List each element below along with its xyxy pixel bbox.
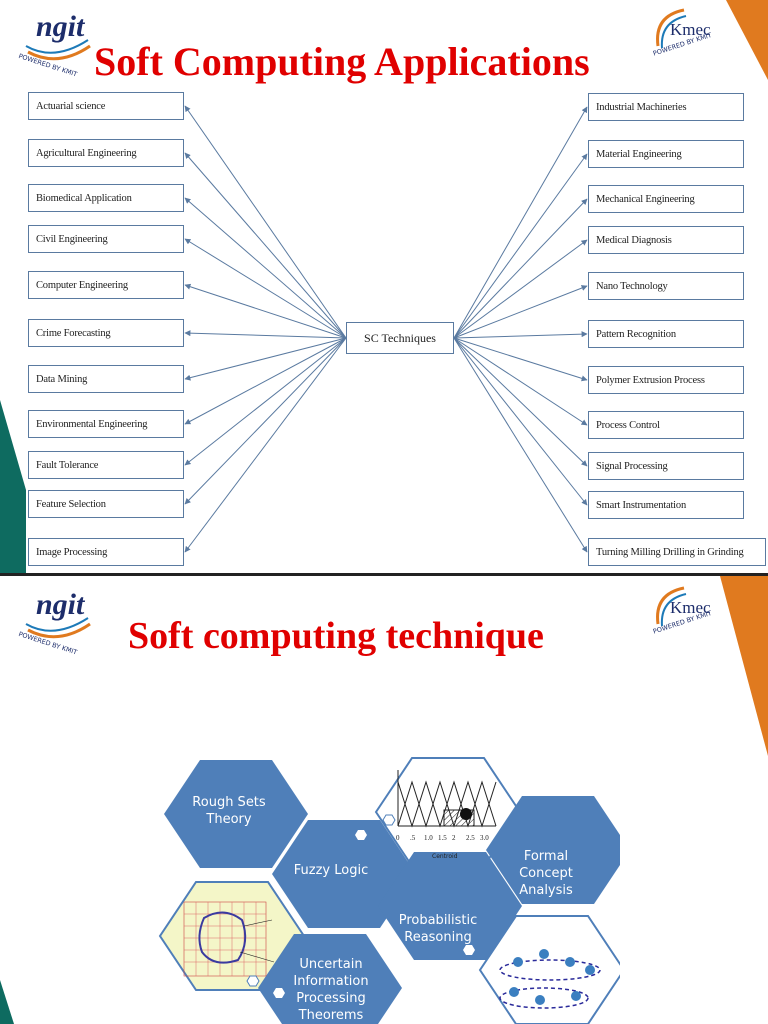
connector-line — [453, 337, 588, 382]
ngit-logo-text: ngit — [36, 588, 85, 621]
right-application-box: Nano Technology — [588, 272, 744, 300]
slide-soft-computing-applications: ngit POWERED BY KMIT Kmec POWERED BY KMI… — [0, 0, 768, 576]
connector-line — [453, 285, 588, 339]
fuzzy-logic-hexagon — [272, 820, 416, 928]
kmec-logo: Kmec POWERED BY KMIT — [650, 582, 726, 654]
connector-line — [184, 105, 347, 339]
ngit-logo: ngit POWERED BY KMIT — [18, 584, 98, 657]
connector-line — [453, 337, 588, 553]
left-application-box: Crime Forecasting — [28, 319, 184, 347]
small-hex-mark — [246, 975, 260, 987]
left-application-box: Civil Engineering — [28, 225, 184, 253]
connector-lines — [184, 105, 588, 553]
left-application-box: Feature Selection — [28, 490, 184, 518]
formal-concept-hexagon — [486, 796, 620, 904]
slide-separator — [0, 573, 768, 576]
left-application-box: Agricultural Engineering — [28, 139, 184, 167]
fuzzy-axis-tick-label: 0 — [396, 834, 400, 842]
rough-set-grid-figure — [183, 901, 275, 977]
fuzzy-axis-tick-label: 1.0 — [424, 834, 433, 842]
connector-line — [453, 239, 588, 339]
right-application-box: Medical Diagnosis — [588, 226, 744, 254]
teal-edge-accent — [0, 980, 14, 1024]
right-application-box: Polymer Extrusion Process — [588, 366, 744, 394]
connector-line — [184, 337, 347, 466]
slide2-title: Soft computing technique — [128, 615, 544, 657]
kmec-logo-swoosh — [656, 8, 687, 49]
ngit-logo-swoosh — [25, 617, 91, 639]
connector-line — [184, 337, 347, 505]
teal-edge-accent — [0, 400, 26, 576]
right-application-box: Material Engineering — [588, 140, 744, 168]
left-application-box: Image Processing — [28, 538, 184, 566]
connector-line — [184, 330, 347, 339]
kmec-logo-text: Kmec — [670, 598, 711, 617]
formal-concept-label: Formal Concept Analysis — [519, 849, 573, 898]
right-application-box: Smart Instrumentation — [588, 491, 744, 519]
small-hex-mark — [463, 945, 475, 955]
connector-line — [184, 337, 347, 425]
fuzzy-axis-tick-label: .5 — [410, 834, 416, 842]
fuzzy-caption: Centroid — [432, 853, 458, 860]
left-application-box: Computer Engineering — [28, 271, 184, 299]
right-application-box: Pattern Recognition — [588, 320, 744, 348]
sc-techniques-node: SC Techniques — [346, 322, 454, 354]
right-application-box: Process Control — [588, 411, 744, 439]
connector-line — [453, 337, 588, 506]
concept-graph-hexagon — [478, 915, 620, 1024]
right-application-box: Signal Processing — [588, 452, 744, 480]
connector-line — [453, 198, 588, 339]
right-application-box: Industrial Machineries — [588, 93, 744, 121]
connector-line — [184, 283, 347, 339]
slide1-title: Soft Computing Applications — [94, 39, 590, 84]
concept-graph-figure — [499, 949, 601, 1009]
ngit-logo: ngit POWERED BY KMIT — [18, 6, 98, 79]
connector-line — [184, 152, 347, 339]
ngit-logo-text: ngit — [36, 10, 85, 43]
connector-line — [453, 337, 588, 467]
uncertain-label: Uncertain Information Processing Theorem… — [293, 957, 369, 1023]
connector-line — [184, 238, 347, 339]
small-hex-mark — [382, 814, 396, 826]
rough-sets-label: Rough Sets Theory — [192, 795, 266, 827]
connector-line — [184, 337, 347, 553]
fuzzy-axis-tick-label: 3.0 — [480, 834, 489, 842]
connector-line — [453, 153, 588, 339]
left-application-box: Fault Tolerance — [28, 451, 184, 479]
small-hex-mark — [355, 830, 367, 840]
probabilistic-hexagon — [378, 852, 522, 960]
right-application-box: Turning Milling Drilling in Grinding — [588, 538, 766, 566]
kmec-logo-swoosh — [656, 586, 687, 627]
fuzzy-axis-tick-label: 2.5 — [466, 834, 475, 842]
fuzzy-logic-label: Fuzzy Logic — [293, 863, 369, 878]
connector-line — [453, 337, 588, 426]
connector-line — [184, 197, 347, 339]
connector-line — [453, 106, 588, 339]
fuzzy-membership-graph — [397, 770, 497, 828]
left-application-box: Actuarial science — [28, 92, 184, 120]
fuzzy-axis-tick-label: 1.5 — [438, 834, 447, 842]
left-application-box: Biomedical Application — [28, 184, 184, 212]
orange-corner-accent — [726, 0, 768, 80]
left-application-box: Environmental Engineering — [28, 410, 184, 438]
hexagon-diagram: 0 .5 1.0 1.5 2 2.5 3.0 Centroid — [158, 757, 620, 1024]
slide-soft-computing-technique: ngit POWERED BY KMIT Kmec POWERED BY KMI… — [0, 576, 768, 1024]
small-hex-mark — [273, 988, 285, 998]
right-application-box: Mechanical Engineering — [588, 185, 744, 213]
uncertain-hexagon — [258, 934, 402, 1024]
fuzzy-axis-ticks: 0 .5 1.0 1.5 2 2.5 3.0 — [396, 834, 489, 842]
left-application-box: Data Mining — [28, 365, 184, 393]
connector-line — [453, 331, 588, 339]
connector-line — [184, 337, 347, 381]
rough-sets-hexagon — [164, 760, 308, 868]
ngit-logo-swoosh — [25, 39, 91, 61]
orange-corner-accent — [720, 576, 768, 756]
probabilistic-label: Probabilistic Reasoning — [398, 913, 478, 945]
kmec-logo-text: Kmec — [670, 20, 711, 39]
fuzzy-axis-tick-label: 2 — [452, 834, 456, 842]
kmec-logo: Kmec POWERED BY KMIT — [650, 4, 726, 76]
